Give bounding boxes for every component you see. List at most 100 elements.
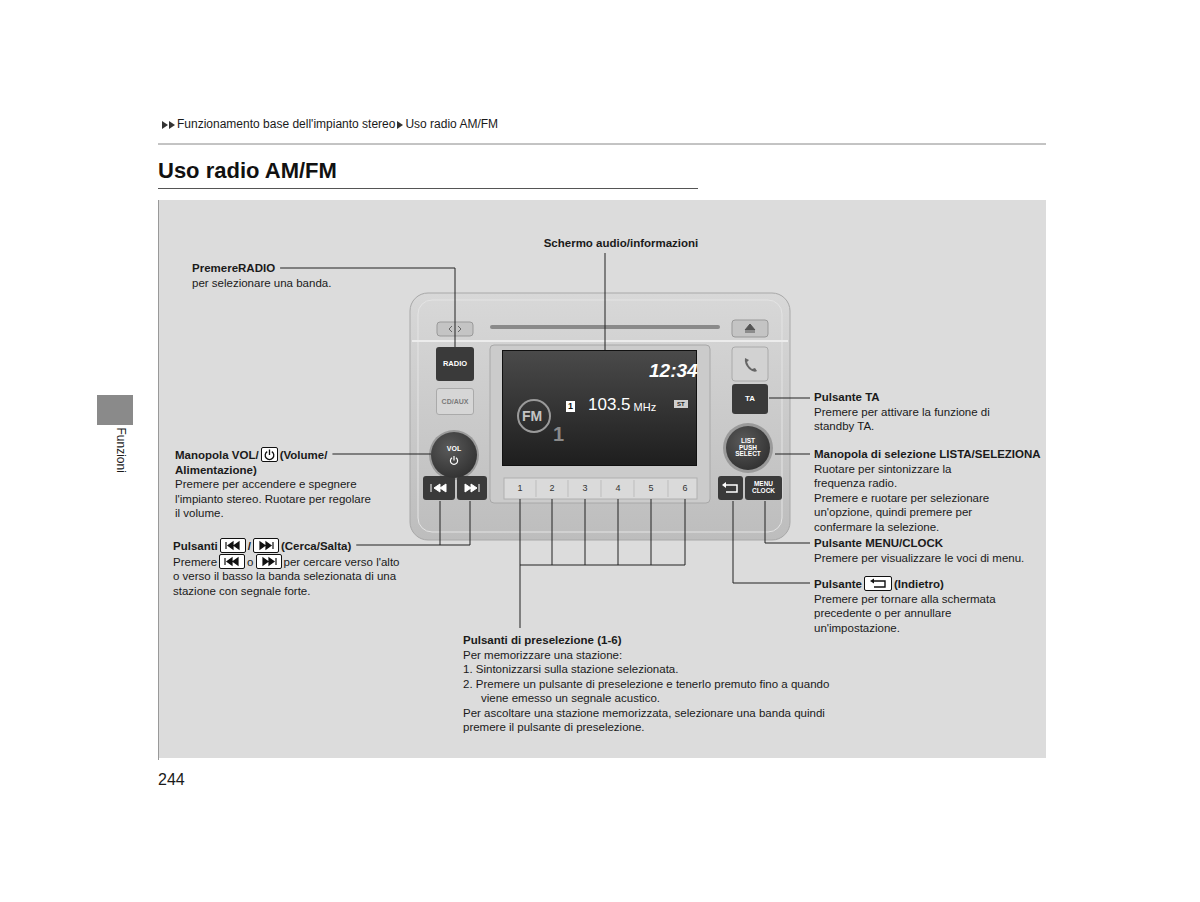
callout-heading-block: Schermo audio/informazioni bbox=[521, 236, 721, 251]
preset-strip bbox=[504, 478, 697, 499]
preset-button: 5 bbox=[637, 480, 665, 497]
audio-screen-text: 1 bbox=[566, 401, 575, 412]
leader-line bbox=[605, 253, 606, 351]
header-rule bbox=[158, 144, 1046, 145]
vol-knob-ring bbox=[429, 430, 479, 480]
preset-button-text: 5 bbox=[648, 484, 653, 493]
page-title: Uso radio AM/FM bbox=[158, 158, 337, 184]
callout-text-block: Manopola VOL/(Volume/ Alimentazione)Prem… bbox=[175, 447, 375, 521]
inline-icon bbox=[256, 554, 282, 569]
callout-text: Premere bbox=[173, 556, 217, 568]
seek-down-button bbox=[423, 476, 455, 500]
seek-down-symbol bbox=[431, 484, 446, 492]
callout-text-block: Pulsante TAPremere per attivare la funzi… bbox=[814, 390, 1019, 434]
callout-text: Per memorizzare una stazione: bbox=[463, 649, 622, 661]
leader-line bbox=[651, 499, 652, 565]
figure-edge bbox=[158, 200, 159, 760]
callout-text-block: Pulsante MENU/CLOCK Premere per visualizz… bbox=[814, 536, 1046, 565]
callout-text: Manopola di selezione LISTA/SELEZIONA bbox=[814, 448, 1041, 460]
callout-text: o bbox=[247, 556, 253, 568]
breadcrumb: Funzionamento base dell'impianto stereo bbox=[177, 117, 395, 131]
ta-button: TA bbox=[732, 384, 768, 414]
eject-button bbox=[732, 320, 768, 337]
title-rule bbox=[158, 188, 698, 189]
seek-up-button bbox=[457, 476, 487, 500]
callout-text: 1. Sintonizzarsi sulla stazione selezion… bbox=[463, 663, 678, 675]
preset-button: 2 bbox=[538, 480, 566, 497]
leader-line bbox=[440, 501, 441, 545]
callout-text: Pulsanti di preselezione (1-6) bbox=[463, 634, 621, 646]
page-number-block: 244 bbox=[158, 770, 218, 789]
inline-icon bbox=[161, 119, 176, 131]
leader-line bbox=[520, 565, 685, 566]
callout-text: PremereRADIO bbox=[192, 262, 275, 274]
list-select-knob-text: LIST PUSH SELECT bbox=[733, 438, 763, 458]
radio-button: RADIO bbox=[436, 347, 474, 381]
back-symbol-head bbox=[722, 482, 726, 488]
callout-text-block: Manopola di selezione LISTA/SELEZIONARuo… bbox=[814, 447, 1024, 534]
callout-text: Premere per accendere e spegnere l'impia… bbox=[175, 478, 371, 519]
phone-symbol bbox=[745, 358, 757, 372]
list-select-knob: LIST PUSH SELECT bbox=[726, 426, 770, 470]
preset-button-text: 2 bbox=[549, 484, 554, 493]
inline-icon bbox=[864, 576, 892, 591]
leader-line bbox=[356, 545, 470, 546]
leader-line bbox=[470, 501, 471, 545]
callout-heading: Schermo audio/informazioni bbox=[544, 237, 699, 249]
callout-text: Premere e ruotare per selezionare un'opz… bbox=[814, 492, 989, 533]
leader-line bbox=[552, 499, 553, 565]
preset-button-text: 1 bbox=[517, 484, 522, 493]
screen-bezel bbox=[490, 345, 710, 503]
side-tab bbox=[97, 395, 133, 425]
power-symbol bbox=[449, 455, 459, 465]
leader-line bbox=[733, 501, 810, 583]
vol-knob-text: VOL bbox=[447, 445, 461, 452]
back-symbol bbox=[726, 485, 737, 492]
audio-screen-text: MHz bbox=[634, 402, 657, 413]
audio-screen-text: 103.5 bbox=[588, 396, 631, 413]
audio-screen-text: ST bbox=[674, 400, 688, 408]
breadcrumb-block: Funzionamento base dell'impianto stereo U… bbox=[160, 117, 660, 132]
callout-text-block: PremereRADIO per selezionare una banda. bbox=[192, 261, 392, 290]
callout-text: Pulsante MENU/CLOCK bbox=[814, 537, 943, 549]
preset-button-text: 3 bbox=[582, 484, 587, 493]
leader-line bbox=[685, 499, 686, 565]
preset-button: 6 bbox=[671, 480, 699, 497]
radio-face-rim bbox=[418, 300, 782, 532]
leader-line bbox=[775, 454, 810, 455]
section-tab: Funzioni bbox=[114, 428, 128, 473]
leader-line bbox=[765, 501, 810, 543]
callout-text: / bbox=[248, 540, 251, 552]
back-button bbox=[718, 476, 743, 500]
radio-button-text: RADIO bbox=[443, 360, 467, 368]
leader-line bbox=[332, 454, 431, 455]
page-number: 244 bbox=[158, 771, 185, 788]
callout-text-block: Pulsanti/(Cerca/Salta)Premereoper cercar… bbox=[173, 538, 401, 598]
face-line bbox=[412, 340, 788, 342]
leader-line bbox=[618, 499, 619, 565]
preset-button: 1 bbox=[506, 480, 534, 497]
phone-button bbox=[732, 347, 768, 381]
inline-icon bbox=[220, 538, 246, 553]
leader-line bbox=[520, 499, 521, 628]
callout-text: per selezionare una banda. bbox=[192, 277, 331, 289]
callout-text-block: Pulsanti di preselezione (1-6) Per memori… bbox=[463, 633, 835, 735]
cd-aux-button: CD/AUX bbox=[436, 388, 474, 415]
figure-ground bbox=[158, 200, 1046, 758]
cd-aux-button-text: CD/AUX bbox=[442, 398, 469, 405]
audio-screen-text: 12:34 bbox=[649, 361, 698, 380]
breadcrumb: Uso radio AM/FM bbox=[405, 117, 498, 131]
preset-button-text: 4 bbox=[615, 484, 620, 493]
inline-icon bbox=[396, 119, 404, 131]
callout-text: Premere per visualizzare le voci di menu… bbox=[814, 552, 1024, 564]
callout-text: Ruotare per sintonizzare la frequenza ra… bbox=[814, 463, 951, 490]
callout-text: Premere per tornare alla schermata prece… bbox=[814, 593, 996, 634]
audio-screen: 12:341103.5MHzSTFM1 bbox=[502, 350, 697, 466]
audio-screen-text: 1 bbox=[553, 424, 564, 444]
callout-text: 2. Premere un pulsante di preselezione e… bbox=[463, 678, 829, 705]
callout-text: Pulsante TA bbox=[814, 391, 880, 403]
menu-clock-button-text: MENU CLOCK bbox=[750, 481, 778, 495]
menu-clock-button: MENU CLOCK bbox=[745, 476, 782, 500]
section-tab-block: Funzioni bbox=[113, 428, 128, 488]
ta-button-text: TA bbox=[745, 395, 755, 403]
